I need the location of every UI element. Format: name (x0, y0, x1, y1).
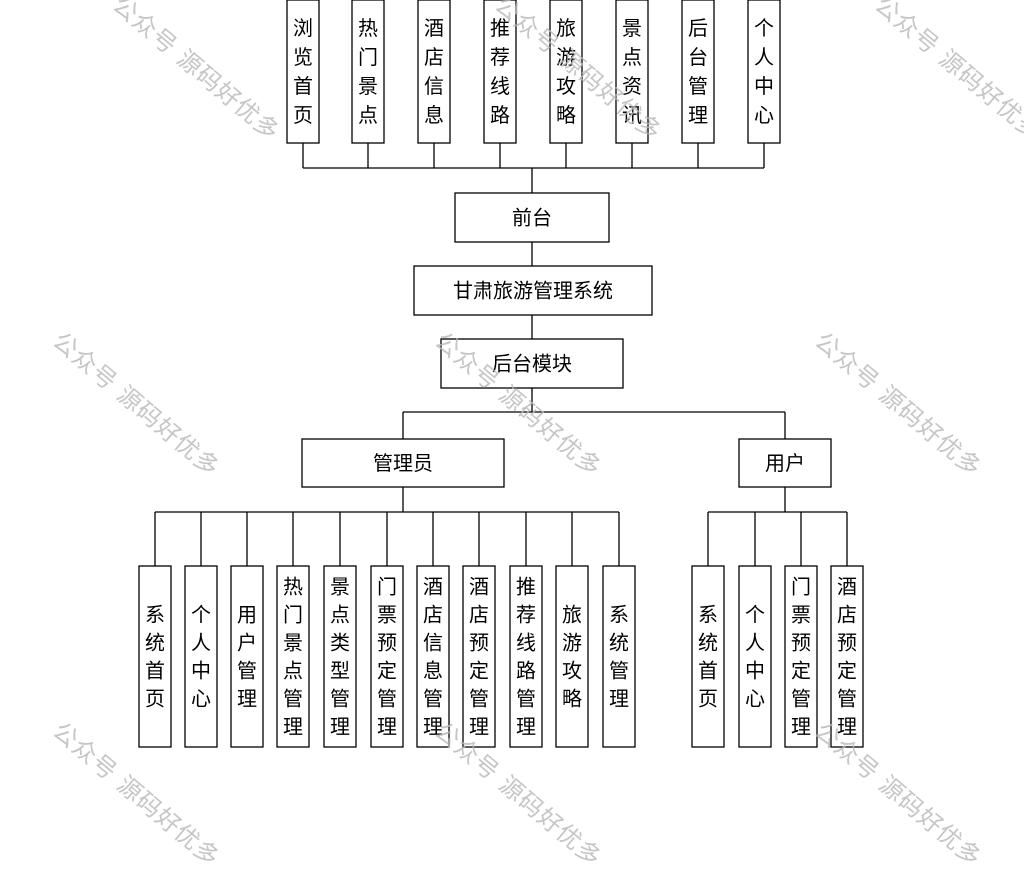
admin-module-1-label: 系统首页 (145, 603, 165, 711)
admin-module-2: 个人中心 (184, 565, 218, 748)
user-module-3-label: 门票预定管理 (791, 575, 811, 739)
user-module-4-label: 酒店预定管理 (837, 575, 857, 739)
front-module-2-frame (351, 0, 385, 144)
front-module-5-label: 旅游攻略 (556, 16, 576, 127)
front-module-6-label: 景点资讯 (622, 16, 642, 127)
admin-module-7-label: 酒店信息管理 (423, 575, 443, 739)
admin-module-7: 酒店信息管理 (416, 565, 450, 748)
admin-module-1: 系统首页 (138, 565, 172, 748)
admin-module-3: 用户管理 (230, 565, 264, 748)
admin-box-frame (301, 438, 505, 488)
system-title-box-frame (413, 265, 653, 316)
user-module-1-frame (691, 565, 725, 748)
user-module-3: 门票预定管理 (784, 565, 818, 748)
front-box-frame (454, 192, 610, 243)
admin-box: 管理员 (301, 438, 505, 488)
admin-module-1-frame (138, 565, 172, 748)
front-module-2: 热门景点 (351, 0, 385, 144)
front-module-1-label: 浏览首页 (293, 16, 313, 127)
admin-module-4-frame (276, 565, 310, 748)
admin-module-11-label: 系统管理 (609, 603, 629, 711)
admin-module-10-frame (555, 565, 589, 748)
front-module-6: 景点资讯 (615, 0, 649, 144)
front-module-7-label: 后台管理 (688, 16, 708, 127)
front-module-7: 后台管理 (681, 0, 715, 144)
admin-module-8-frame (462, 565, 496, 748)
user-box: 用户 (738, 438, 832, 488)
admin-box-label: 管理员 (373, 451, 433, 475)
user-module-4-frame (830, 565, 864, 748)
admin-module-10-label: 旅游攻略 (562, 603, 582, 711)
admin-module-5-frame (323, 565, 357, 748)
admin-module-2-label: 个人中心 (191, 603, 211, 711)
user-box-label: 用户 (765, 451, 805, 475)
backend-box-frame (440, 338, 624, 389)
front-module-8-frame (747, 0, 781, 144)
admin-module-11: 系统管理 (602, 565, 636, 748)
admin-module-11-frame (602, 565, 636, 748)
user-box-frame (738, 438, 832, 488)
admin-module-2-frame (184, 565, 218, 748)
admin-module-5-label: 景点类型管理 (330, 575, 350, 739)
admin-module-9-frame (509, 565, 543, 748)
admin-module-9: 推荐线路管理 (509, 565, 543, 748)
admin-module-3-frame (230, 565, 264, 748)
admin-module-3-label: 用户管理 (237, 603, 257, 711)
user-module-2-label: 个人中心 (745, 603, 765, 711)
admin-module-8: 酒店预定管理 (462, 565, 496, 748)
user-module-3-frame (784, 565, 818, 748)
front-module-2-label: 热门景点 (358, 16, 378, 127)
user-module-1: 系统首页 (691, 565, 725, 748)
backend-box-label: 后台模块 (492, 352, 572, 376)
front-box: 前台 (454, 192, 610, 243)
front-module-3: 酒店信息 (417, 0, 451, 144)
admin-module-4-label: 热门景点管理 (283, 575, 303, 739)
admin-module-4: 热门景点管理 (276, 565, 310, 748)
admin-module-6-frame (370, 565, 404, 748)
user-module-1-label: 系统首页 (698, 603, 718, 711)
front-module-8: 个人中心 (747, 0, 781, 144)
front-module-6-frame (615, 0, 649, 144)
admin-module-5: 景点类型管理 (323, 565, 357, 748)
user-module-4: 酒店预定管理 (830, 565, 864, 748)
system-title-box-label: 甘肃旅游管理系统 (453, 279, 613, 303)
front-module-8-label: 个人中心 (754, 16, 774, 127)
admin-module-6: 门票预定管理 (370, 565, 404, 748)
front-module-3-label: 酒店信息 (424, 16, 444, 127)
backend-box: 后台模块 (440, 338, 624, 389)
front-module-3-frame (417, 0, 451, 144)
user-module-2: 个人中心 (738, 565, 772, 748)
front-module-7-frame (681, 0, 715, 144)
admin-module-7-frame (416, 565, 450, 748)
system-title-box: 甘肃旅游管理系统 (413, 265, 653, 316)
front-box-label: 前台 (512, 206, 552, 230)
admin-module-10: 旅游攻略 (555, 565, 589, 748)
admin-module-6-label: 门票预定管理 (377, 575, 397, 739)
front-module-1: 浏览首页 (286, 0, 320, 144)
user-module-2-frame (738, 565, 772, 748)
front-module-1-frame (286, 0, 320, 144)
admin-module-9-label: 推荐线路管理 (516, 575, 536, 739)
front-module-4-label: 推荐线路 (490, 16, 510, 127)
module-structure-diagram: 浏览首页热门景点酒店信息推荐线路旅游攻略景点资讯后台管理个人中心前台甘肃旅游管理… (138, 0, 864, 748)
admin-module-8-label: 酒店预定管理 (469, 575, 489, 739)
